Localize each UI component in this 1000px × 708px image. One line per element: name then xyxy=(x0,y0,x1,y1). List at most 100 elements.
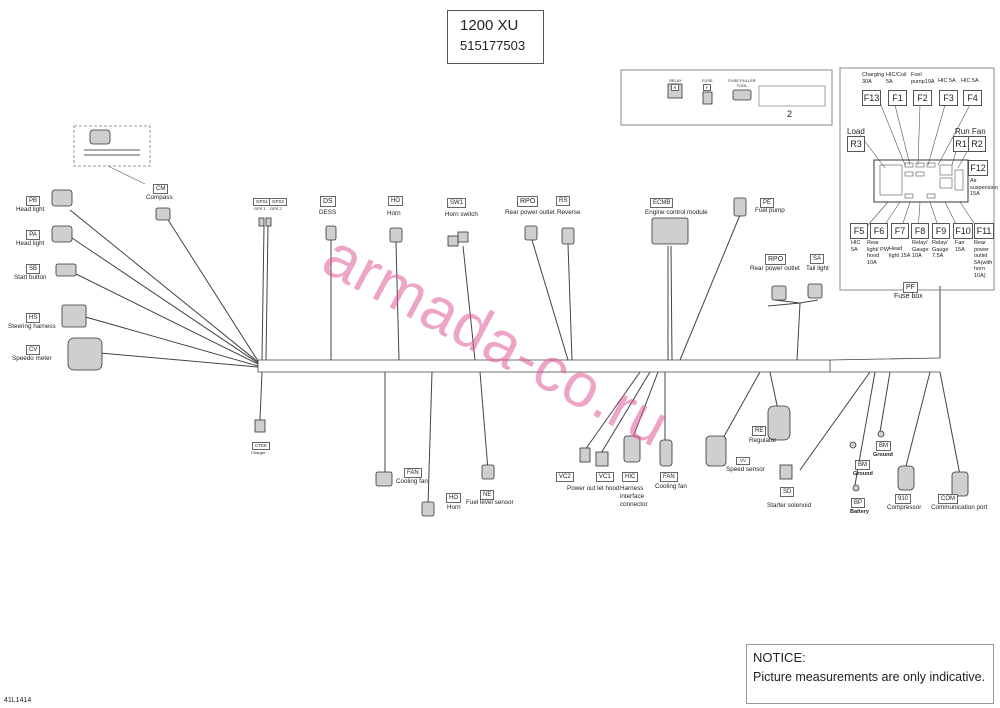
fuse-f11: F11 xyxy=(974,223,994,239)
tag-com: COM xyxy=(938,494,958,504)
steering-harness-connector-icon xyxy=(61,304,87,328)
fuse-f1: F1 xyxy=(888,90,907,106)
legend-relay-tag: R xyxy=(671,84,679,91)
label-ho2: Horn xyxy=(447,504,461,511)
tag-cm: CM xyxy=(153,184,169,194)
model-title: 1200 XU xyxy=(460,17,519,34)
label-cv: Speedo meter xyxy=(12,355,52,362)
label-bp: Battery xyxy=(850,509,869,515)
tag-pb: PB xyxy=(26,196,41,206)
gps2-connector-icon xyxy=(265,217,272,227)
fuse-f6: F6 xyxy=(870,223,888,239)
vc1-connector-icon xyxy=(595,451,609,467)
fuse-label-f12: Air suspension 15A xyxy=(970,178,998,197)
label-sa: Tail light xyxy=(806,265,829,272)
label-hic: Harness interface connector xyxy=(620,485,648,508)
headlight-connector-pb-icon xyxy=(51,189,73,207)
tag-ecmb: ECMB xyxy=(650,198,674,208)
tag-sb: SB xyxy=(26,264,41,274)
charger-connector-icon xyxy=(254,419,266,433)
label-hs: Steering harness xyxy=(8,323,56,330)
rpo-connector-icon xyxy=(524,225,538,241)
fuse-label-f9: Relay/ Gauge 7.5A xyxy=(932,240,949,259)
tag-rpo1: RPO xyxy=(517,196,539,207)
label-pf: Fuse box xyxy=(894,293,923,300)
tag-pe: PE xyxy=(760,198,775,208)
label-bm2: Ground xyxy=(853,471,873,477)
fuse-label-f11: Rear power outlet 5A(with horn 10A) xyxy=(974,240,993,279)
label-cm: Compass xyxy=(146,194,173,201)
fuse-label-f7: Head light 15A xyxy=(889,246,911,259)
label-pa: Head light xyxy=(16,240,45,247)
run-fan-label: Run Fan xyxy=(955,127,986,136)
compass-connector-icon xyxy=(155,207,171,221)
gps1-connector-icon xyxy=(258,217,265,227)
fuse-puller-icon xyxy=(732,89,752,101)
tag-sa: SA xyxy=(810,254,825,264)
label-910: Compressor xyxy=(887,504,922,511)
legend-fuse-puller-label: FUSE PULLER TOOL xyxy=(728,78,756,88)
label-gps1: GPS 1 xyxy=(254,206,266,211)
label-vc1: Power out let hood xyxy=(567,485,620,492)
start-button-connector-icon xyxy=(55,263,77,277)
relay-r1: R1 xyxy=(953,136,969,152)
fuse-f7: F7 xyxy=(891,223,909,239)
tag-bp: BP xyxy=(851,498,866,508)
label-rpo2: Rear power outlet xyxy=(750,265,800,272)
fan2-connector-icon xyxy=(659,439,673,467)
horn2-connector-icon xyxy=(421,501,435,517)
label-ho1: Horn xyxy=(387,210,401,217)
speed-sensor-connector-icon xyxy=(705,435,727,467)
fuse-f10: F10 xyxy=(953,223,973,239)
headlight-connector-pa-icon xyxy=(51,225,73,243)
figure-code: 41L1414 xyxy=(4,697,32,704)
label-ctek: Charger xyxy=(251,450,266,455)
label-sb: Start button xyxy=(14,274,47,281)
fuse-f8: F8 xyxy=(911,223,929,239)
fuse-label-f4: HIC 5A xyxy=(961,78,979,84)
tag-re: RE xyxy=(752,426,767,436)
label-rs: Reverse xyxy=(557,209,581,216)
tag-sd: SD xyxy=(780,487,795,497)
fuse-label-f13: Charging 30A xyxy=(862,72,885,85)
relay-r3: R3 xyxy=(847,136,865,152)
load-label: Load xyxy=(847,127,865,136)
fuse-f13: F13 xyxy=(862,90,881,106)
label-pe: Fuel pump xyxy=(755,207,785,214)
compressor-connector-icon xyxy=(897,465,915,491)
tag-ho2: HO xyxy=(446,493,461,503)
label-fan1: Cooling fan xyxy=(396,478,428,485)
label-fan2: Cooling fan xyxy=(655,483,687,490)
horn-connector-icon xyxy=(389,227,403,243)
fuse-label-f5: HIC 5A xyxy=(851,240,861,253)
com-port-connector-icon xyxy=(951,471,969,497)
tag-vv: VV xyxy=(736,457,750,465)
tag-ctek: CTEK xyxy=(252,442,271,450)
battery-terminal-icon xyxy=(852,484,860,492)
fuse-f4: F4 xyxy=(963,90,982,106)
tag-rs: RS xyxy=(556,196,571,206)
label-com: Communication port xyxy=(931,504,988,511)
tag-ds: DS xyxy=(320,196,336,207)
fuse-f3: F3 xyxy=(939,90,958,106)
fuse-f2: F2 xyxy=(913,90,932,106)
notice-heading: NOTICE: xyxy=(753,650,806,665)
tag-ne: NE xyxy=(480,490,495,500)
fuse-label-f6: Rear light/ PW hood 10A xyxy=(867,240,890,266)
tag-ho1: HO xyxy=(388,196,403,206)
label-re: Regulator xyxy=(749,437,777,444)
hic-connector-icon xyxy=(623,435,641,463)
tag-bm2: BM xyxy=(855,460,870,470)
label-bm1: Ground xyxy=(873,452,893,458)
regulator-connector-icon xyxy=(767,405,791,441)
fuse-icon xyxy=(702,91,713,105)
horn-switch-connector-icon xyxy=(447,235,459,247)
legend-relay-label: RELAY xyxy=(669,78,682,83)
vc2-connector-icon xyxy=(579,447,591,463)
fuse-label-f2: Fuel pump10A xyxy=(911,72,935,85)
notice-box: NOTICE: Picture measurements are only in… xyxy=(746,644,994,704)
tail-light-connector-icon xyxy=(807,283,823,299)
